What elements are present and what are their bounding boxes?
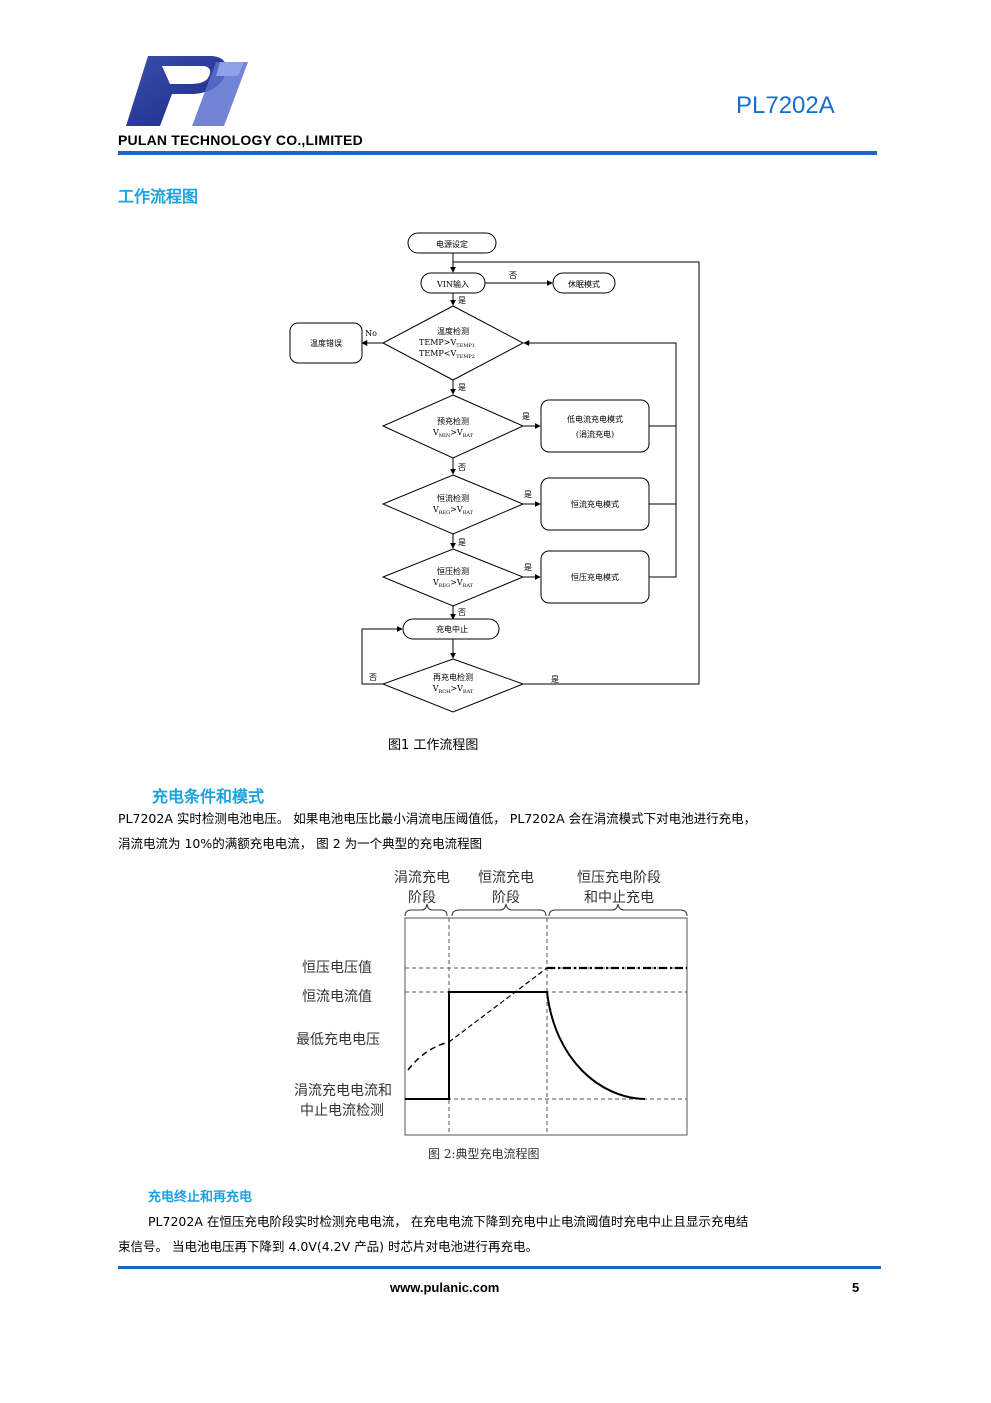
product-title: PL7202A (736, 92, 835, 119)
phase3-label-line1: 恒压充电阶段 (577, 870, 661, 886)
flow-precharge-diamond (381, 394, 525, 459)
flow-recharge-diamond (381, 658, 525, 713)
section-title-termination: 充电终止和再充电 (148, 1190, 253, 1205)
footer-divider (118, 1266, 881, 1269)
label-cc-value: 恒流电流值 (302, 989, 372, 1005)
flow-temp-cond1: TEMP>V (419, 338, 456, 347)
flow-temp-sub1: TEMP1 (456, 343, 475, 349)
flow-temp-error-node (289, 322, 363, 364)
flow-temp-check-label: 温度检测 (437, 326, 469, 336)
label-cv-value: 恒压电压值 (302, 960, 372, 976)
svg-text:TEMP>VTEMP1: TEMP>VTEMP1 (419, 338, 475, 349)
flow-low-mode-label: 低电流充电模式 (567, 414, 623, 424)
svg-text:VMIN>VBAT: VMIN>VBAT (432, 428, 474, 439)
svg-text:VRCH>VBAT: VRCH>VBAT (432, 684, 474, 695)
flow-cc-check-label: 恒流检测 (437, 493, 469, 503)
svg-text:VREG>VBAT: VREG>VBAT (432, 578, 474, 589)
flow-yes-label: 是 (458, 383, 466, 392)
current-curve (405, 991, 646, 1100)
flow-sleep-node (552, 272, 616, 294)
flow-no-label: 否 (458, 608, 466, 617)
flow-vin-label: VIN输入 (436, 279, 469, 289)
phase2-label-line2: 阶段 (492, 890, 520, 906)
section-title-charge-mode: 充电条件和模式 (152, 787, 265, 806)
flow-no-en-label: No (365, 329, 377, 338)
company-name: PULAN TECHNOLOGY CO.,LIMITED (118, 132, 363, 148)
page-number: 5 (852, 1280, 860, 1295)
paragraph-termination: PL7202A 在恒压充电阶段实时检测充电电流， 在充电电流下降到充电中止电流阈… (118, 1209, 878, 1259)
flow-stop-node (402, 618, 500, 640)
label-trickle-line2: 中止电流检测 (300, 1103, 384, 1119)
section-title-workflow: 工作流程图 (118, 187, 199, 206)
flow-cv-check-label: 恒压检测 (437, 566, 469, 576)
flow-stop-label: 充电中止 (436, 624, 468, 634)
flow-no-label: 否 (369, 673, 377, 682)
label-trickle-line1: 涓流充电电流和 (294, 1083, 392, 1099)
flow-cv-mode-label: 恒压充电模式 (571, 572, 619, 582)
flow-temp-sub2: TEMP2 (456, 354, 475, 360)
paragraph-line: 束信号。 当电池电压再下降到 4.0V(4.2V 产品) 时芯片对电池进行再充电… (118, 1239, 539, 1254)
flow-yes-label: 是 (551, 675, 559, 684)
figure2-caption: 图 2:典型充电流程图 (428, 1147, 540, 1161)
flow-no-label: 否 (509, 271, 517, 280)
flow-no-label: 否 (458, 463, 466, 472)
phase3-label-line2: 和中止充电 (584, 890, 654, 906)
footer-url-link[interactable]: www.pulanic.com (390, 1280, 500, 1295)
paragraph-line: 涓流电流为 10%的满额充电电流， 图 2 为一个典型的充电流程图 (118, 836, 483, 851)
flow-temp-cond2: TEMP<V (419, 349, 456, 358)
paragraph-line: PL7202A 在恒压充电阶段实时检测充电电流， 在充电电流下降到充电中止电流阈… (148, 1214, 749, 1229)
header-divider (118, 151, 877, 155)
phase1-label-line1: 涓流充电 (394, 870, 450, 886)
charge-profile-figure: 涓流充电 阶段 恒流充电 阶段 恒压充电阶段 和中止充电 恒压电压值 恒流电流值… (294, 870, 688, 1136)
figure1-caption: 图1 工作流程图 (388, 738, 479, 753)
phase2-label-line1: 恒流充电 (478, 870, 534, 886)
svg-text:VREG>VBAT: VREG>VBAT (432, 505, 474, 516)
flow-yes-label: 是 (458, 538, 466, 547)
pulan-logo-icon (126, 56, 248, 126)
svg-text:TEMP<VTEMP2: TEMP<VTEMP2 (419, 349, 475, 360)
voltage-curve-ramp (448, 967, 548, 1043)
flow-yes-label: 是 (522, 412, 530, 421)
flow-yes-label: 是 (524, 490, 532, 499)
flow-sleep-label: 休眠模式 (568, 279, 600, 289)
phase1-label-line2: 阶段 (408, 890, 436, 906)
flow-low-current-node (540, 399, 650, 453)
voltage-curve-lower (407, 1041, 450, 1071)
flow-start-node (407, 232, 497, 254)
flow-recharge-label: 再充电检测 (433, 672, 473, 682)
paragraph-charge-mode: PL7202A 实时检测电池电压。 如果电池电压比最小涓流电压阈值低， PL72… (118, 806, 878, 856)
flow-yes-label: 是 (458, 296, 466, 305)
flow-yes-label: 是 (524, 563, 532, 572)
flow-precharge-label: 预充检测 (437, 416, 469, 426)
flow-cc-mode-label: 恒流充电模式 (571, 499, 619, 509)
flow-start-label: 电源设定 (436, 239, 468, 249)
workflow-flowchart: 电源设定 VIN输入 休眠模式 否 是 温度错误 No 温度检测 TEMP>VT… (289, 232, 700, 713)
flow-temp-error-label: 温度错误 (310, 338, 342, 348)
label-min-voltage: 最低充电电压 (296, 1032, 380, 1048)
paragraph-line: PL7202A 实时检测电池电压。 如果电池电压比最小涓流电压阈值低， PL72… (118, 811, 757, 826)
flow-low-mode-sub-label: (涓流充电) (576, 429, 614, 439)
